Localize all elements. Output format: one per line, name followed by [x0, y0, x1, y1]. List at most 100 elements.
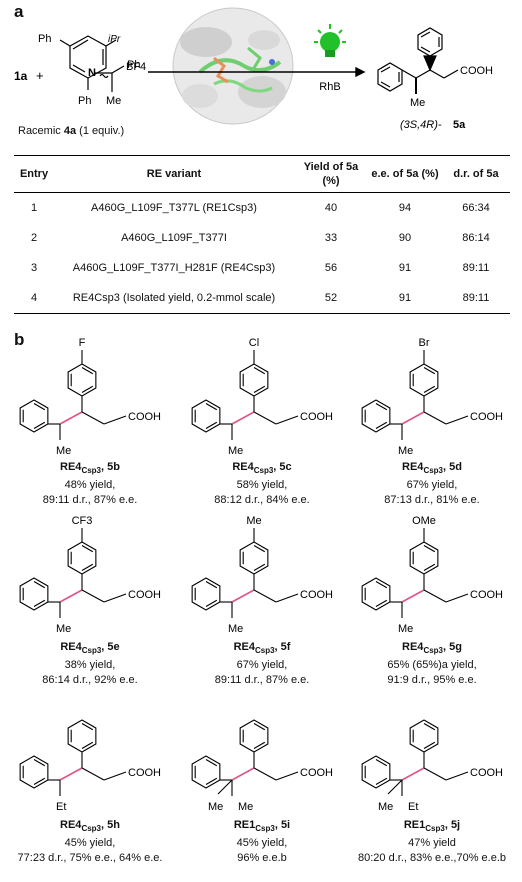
compound-structure-5h: Et COOH — [19, 719, 161, 813]
caption-selectivity: 96% e.e.b — [237, 852, 287, 865]
table-row: 1 A460G_L109F_T377L (RE1Csp3) 40 94 66:3… — [14, 193, 510, 224]
caption-selectivity: 77:23 d.r., 75% e.e., 64% e.e. — [17, 852, 163, 865]
table-row: 2 A460G_L109F_T377I 33 90 86:14 — [14, 223, 510, 253]
header-re-variant: RE variant — [146, 168, 202, 180]
pyridinium-ph-top: Ph — [38, 33, 51, 45]
racemic-compound: 4a — [63, 125, 77, 137]
compound-structure-5d: Me COOH Br — [361, 337, 503, 457]
cell-yield: 33 — [324, 232, 338, 244]
cooh-label: COOH — [300, 767, 333, 779]
cell-yield: 56 — [324, 262, 338, 274]
caption-enzyme-id: RE4Csp3, 5g — [402, 641, 462, 656]
caption-enzyme-id: RE1Csp3, 5i — [233, 819, 291, 834]
cooh-label: COOH — [470, 589, 503, 601]
table-row: 3 A460G_L109F_T377I_H281F (RE4Csp3) 56 9… — [14, 253, 510, 283]
cell-entry: 3 — [30, 262, 38, 274]
header-entry: Entry — [19, 168, 49, 180]
caption-selectivity: 89:11 d.r., 87% e.e. — [214, 674, 310, 687]
product-5a-me: Me — [410, 97, 425, 109]
caption-enzyme-id: RE4Csp3, 5h — [60, 819, 120, 834]
cell-ee: 90 — [398, 232, 412, 244]
panel-b-structures: MeCOOHFMeCOOHClMeCOOHBrMeCOOHCF3MeCOOHMe… — [19, 337, 503, 813]
cell-yield: 40 — [324, 202, 338, 214]
cell-variant: RE4Csp3 (Isolated yield, 0.2-mmol scale) — [72, 292, 276, 304]
product-5a-structure — [377, 27, 459, 94]
alkyl-label: Me — [398, 623, 413, 635]
alkyl-label-2: Et — [408, 801, 418, 813]
cell-ee: 91 — [398, 292, 412, 304]
header-yield: Yield of 5a (%) — [303, 161, 359, 187]
cell-dr: 86:14 — [462, 232, 490, 244]
cooh-label: COOH — [470, 411, 503, 423]
racemic-equiv: (1 equiv.) — [79, 125, 125, 137]
caption-yield: 47% yield — [408, 837, 456, 850]
alkyl-label: Me — [56, 623, 71, 635]
table-row: 4 RE4Csp3 (Isolated yield, 0.2-mmol scal… — [14, 283, 510, 314]
caption-enzyme-id: RE4Csp3, 5d — [402, 461, 462, 476]
racemic-note: Racemic 4a (1 equiv.) — [18, 125, 124, 137]
caption-yield: 38% yield, — [64, 659, 116, 672]
compound-caption-5i: RE1Csp3, 5i 45% yield, 96% e.e.b — [177, 818, 347, 866]
protein-illustration — [172, 7, 294, 125]
header-ee: e.e. of 5a (%) — [371, 168, 439, 180]
caption-selectivity: 87:13 d.r., 81% e.e. — [384, 494, 480, 507]
pyridinium-ph-side: Ph — [127, 59, 140, 71]
panel-b-letter: b — [14, 330, 25, 349]
caption-yield: 45% yield, — [236, 837, 288, 850]
panel-a-letter: a — [14, 2, 24, 21]
aryl-substituent-label: Br — [419, 337, 430, 349]
reaction-arrow — [148, 66, 366, 78]
plus-sign: + — [36, 68, 44, 83]
caption-enzyme-id: RE4Csp3, 5c — [232, 461, 292, 476]
alkyl-label: Me — [378, 801, 393, 813]
product-5a-cooh: COOH — [460, 65, 493, 77]
re-variant-table: Entry RE variant Yield of 5a (%) e.e. of… — [14, 155, 510, 314]
catalyst-label: RhB — [319, 81, 340, 93]
alkyl-label: Me — [228, 623, 243, 635]
alkyl-label: Et — [56, 801, 66, 813]
compound-structure-5j: Me Et COOH — [361, 719, 503, 813]
aryl-substituent-label: Cl — [249, 337, 259, 349]
cooh-label: COOH — [128, 411, 161, 423]
caption-enzyme-id: RE4Csp3, 5b — [60, 461, 120, 476]
caption-yield: 58% yield, — [236, 479, 288, 492]
caption-selectivity: 80:20 d.r., 83% e.e.,70% e.e.b — [358, 852, 506, 865]
panel-a-scheme: 1a + Ph iPr BF4 N Ph Ph Me — [14, 7, 493, 131]
product-5a-stereo: (3S,4R)- — [400, 119, 442, 131]
caption-yield: 67% yield, — [236, 659, 288, 672]
caption-yield: 48% yield, — [64, 479, 116, 492]
caption-enzyme-id: RE4Csp3, 5f — [233, 641, 291, 656]
caption-yield: 45% yield, — [64, 837, 116, 850]
caption-selectivity: 86:14 d.r., 92% e.e. — [42, 674, 138, 687]
cooh-label: COOH — [470, 767, 503, 779]
pyridinium-ipr: iPr — [108, 34, 121, 45]
cell-yield: 52 — [324, 292, 338, 304]
cell-ee: 94 — [398, 202, 412, 214]
compound-structure-5e: Me COOH CF3 — [19, 515, 161, 635]
pyridinium-structure — [59, 35, 125, 92]
aryl-substituent-label: Me — [246, 515, 261, 527]
caption-enzyme-id: RE1Csp3, 5j — [403, 819, 461, 834]
cell-dr: 66:34 — [462, 202, 490, 214]
cell-entry: 4 — [30, 292, 38, 304]
alkyl-label-2: Me — [238, 801, 253, 813]
compound-caption-5h: RE4Csp3, 5h 45% yield, 77:23 d.r., 75% e.e… — [5, 818, 175, 866]
aryl-substituent-label: CF3 — [72, 515, 93, 527]
pyridinium-ph-bottom: Ph — [78, 95, 91, 107]
alkyl-label: Me — [398, 445, 413, 457]
caption-yield: 65% (65%)a yield, — [387, 659, 477, 672]
cooh-label: COOH — [128, 767, 161, 779]
racemic-label: Racemic — [18, 125, 61, 137]
alkyl-label: Me — [208, 801, 223, 813]
compound-structure-5i: Me Me COOH — [191, 719, 333, 813]
caption-enzyme-id: RE4Csp3, 5e — [60, 641, 120, 656]
cooh-label: COOH — [128, 589, 161, 601]
pyridinium-n-plus: N — [88, 67, 96, 79]
